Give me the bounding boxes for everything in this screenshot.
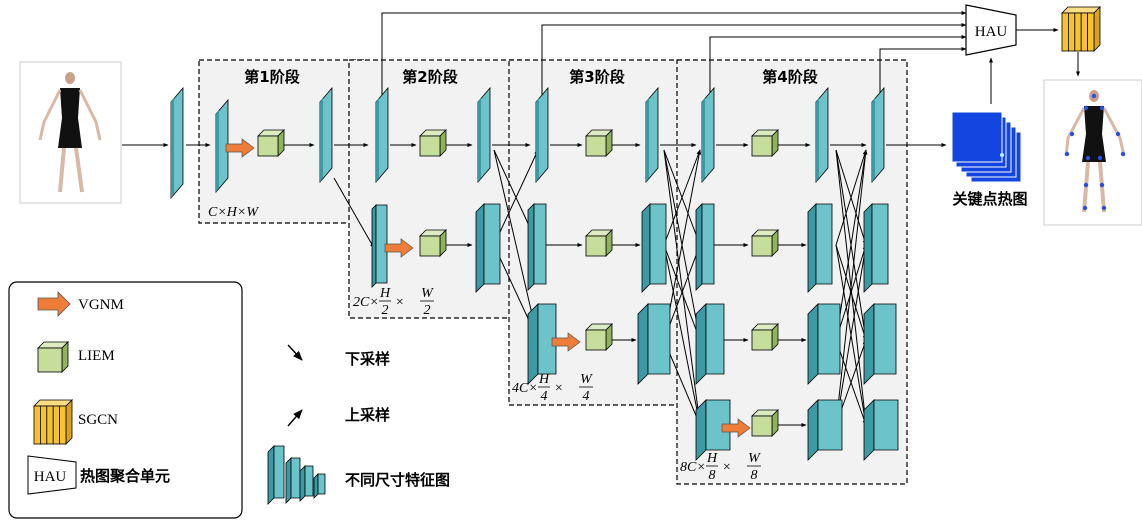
stage2-r2-liem xyxy=(420,230,446,256)
stage1-feature-out xyxy=(320,88,332,182)
heatmap-label: 关键点热图 xyxy=(952,190,1027,208)
stage2-r1-out xyxy=(478,88,490,182)
stage4-r2-liem xyxy=(752,230,778,256)
stage4-r1-liem xyxy=(752,130,778,156)
svg-text:×: × xyxy=(395,295,404,310)
stage3-r1-in xyxy=(536,88,548,182)
stage2-r1-in xyxy=(376,88,388,182)
hau-unit: HAU xyxy=(966,5,1016,55)
stage-4-title: 第4阶段 xyxy=(762,68,817,86)
output-image xyxy=(1044,80,1142,225)
svg-text:8: 8 xyxy=(751,468,758,483)
stage2-r2-out xyxy=(476,204,500,292)
stage3-r1-liem xyxy=(586,130,612,156)
feature-map-icon-4 xyxy=(314,474,325,498)
stage4-r2-in xyxy=(696,204,714,290)
svg-text:2: 2 xyxy=(424,303,431,318)
stage-3-title: 第3阶段 xyxy=(569,68,624,86)
stage4-r2-out xyxy=(864,204,888,292)
svg-text:LIEM: LIEM xyxy=(78,348,115,364)
feature-map-icon-2 xyxy=(286,458,300,503)
upsample-arrow-icon xyxy=(288,410,302,426)
svg-text:HAU: HAU xyxy=(975,24,1008,40)
svg-text:2: 2 xyxy=(382,303,389,318)
stage2-r1-liem xyxy=(420,130,446,156)
stage3-r2-liem xyxy=(586,230,612,256)
sgcn-icon xyxy=(34,400,72,444)
svg-text:×: × xyxy=(554,381,563,396)
svg-text:H: H xyxy=(379,286,391,301)
stage1-liem xyxy=(258,130,284,156)
stage4-r3-liem xyxy=(752,324,778,350)
svg-text:2C×: 2C× xyxy=(353,295,379,310)
stage4-r1-mid xyxy=(816,88,828,182)
svg-text:4C×: 4C× xyxy=(512,381,538,396)
svg-text:不同尺寸特征图: 不同尺寸特征图 xyxy=(345,471,450,489)
svg-text:上采样: 上采样 xyxy=(345,406,390,424)
feature-map-icon-1 xyxy=(268,446,284,504)
stem-feature xyxy=(171,88,183,198)
downsample-arrow-icon xyxy=(288,345,302,360)
svg-text:×: × xyxy=(722,460,731,475)
svg-text:HAU: HAU xyxy=(34,469,67,485)
stage4-r1-out xyxy=(872,88,884,182)
svg-text:W: W xyxy=(580,372,593,387)
svg-text:下采样: 下采样 xyxy=(345,350,390,368)
stage4-r3-in xyxy=(696,304,724,384)
svg-text:4: 4 xyxy=(541,389,548,404)
svg-text:VGNM: VGNM xyxy=(78,297,124,313)
stage3-r2-in xyxy=(528,204,546,290)
input-image xyxy=(20,62,121,203)
stage4-r3-mid xyxy=(808,304,840,384)
svg-text:W: W xyxy=(421,286,434,301)
liem-cube-icon xyxy=(38,342,68,372)
stage-2-title: 第2阶段 xyxy=(402,68,457,86)
svg-text:SGCN: SGCN xyxy=(78,412,118,428)
legend-feature-maps: 不同尺寸特征图 xyxy=(268,446,450,504)
stage3-r3-liem xyxy=(586,324,612,350)
legend-upsample: 上采样 xyxy=(288,406,390,426)
person-head xyxy=(65,72,75,84)
feature-map-icon-3 xyxy=(300,466,313,501)
stage4-r1-in xyxy=(702,88,714,182)
stage-1-title: 第1阶段 xyxy=(244,68,299,86)
stage4-r2-mid xyxy=(808,204,832,292)
stage3-r2-out xyxy=(642,204,666,292)
stage-boxes xyxy=(199,60,907,484)
svg-text:H: H xyxy=(706,451,718,466)
sgcn-block xyxy=(1062,7,1100,51)
stage3-r3-out xyxy=(638,304,670,384)
svg-text:8: 8 xyxy=(709,468,716,483)
stage-1-dim: C×H×W xyxy=(208,205,259,220)
keypoint-heatmap xyxy=(952,112,1021,182)
stage3-r1-out xyxy=(646,88,658,182)
svg-text:4: 4 xyxy=(583,389,590,404)
svg-text:热图聚合单元: 热图聚合单元 xyxy=(80,467,170,485)
stage4-r4-liem xyxy=(752,410,778,436)
svg-text:8C×: 8C× xyxy=(680,460,706,475)
stage4-r3-out xyxy=(864,304,896,384)
legend-downsample: 下采样 xyxy=(288,345,390,368)
svg-text:W: W xyxy=(748,451,761,466)
